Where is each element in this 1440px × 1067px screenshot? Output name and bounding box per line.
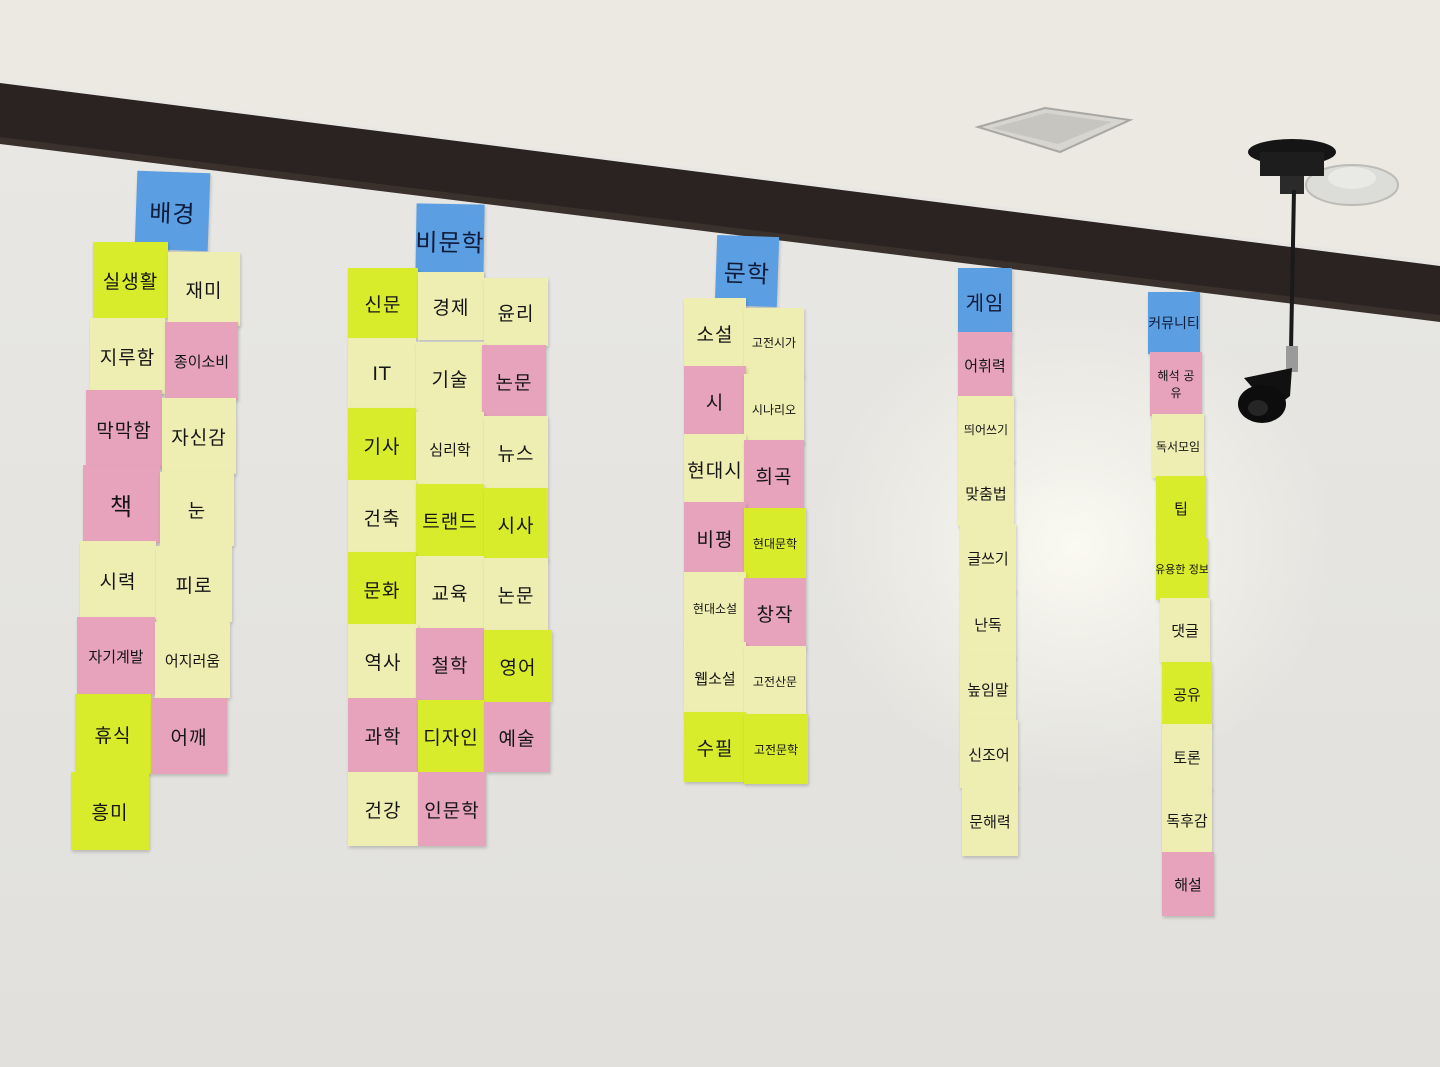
camera-mount xyxy=(1248,139,1336,194)
sticky-note: 어지러움 xyxy=(155,622,230,698)
sticky-note: 교육 xyxy=(416,556,484,628)
sticky-note: 경제 xyxy=(418,272,484,340)
sticky-note: 철학 xyxy=(416,628,484,700)
sticky-note: 현대문학 xyxy=(744,508,806,578)
sticky-note: 기사 xyxy=(348,408,416,482)
sticky-note: 인문학 xyxy=(418,772,486,846)
sticky-note: 유용한 정보 xyxy=(1156,538,1208,600)
sticky-note: 글쓰기 xyxy=(960,524,1016,592)
sticky-note: 맞춤법 xyxy=(958,460,1014,526)
sticky-note: 시나리오 xyxy=(744,374,804,444)
sticky-note: 종이소비 xyxy=(165,322,238,400)
sticky-note: 고전문학 xyxy=(744,714,808,784)
sticky-note: 소설 xyxy=(684,298,746,368)
sticky-note: 댓글 xyxy=(1160,598,1210,662)
sticky-note: 공유 xyxy=(1162,662,1212,726)
sticky-note: 트랜드 xyxy=(416,484,484,556)
header-note: 배경 xyxy=(134,170,211,252)
sticky-note: 디자인 xyxy=(418,700,484,772)
sticky-note: 독후감 xyxy=(1162,788,1212,852)
sticky-note: 역사 xyxy=(348,624,418,698)
sticky-note: 심리학 xyxy=(416,412,484,486)
sticky-note: 어깨 xyxy=(151,698,227,774)
ceiling-vent xyxy=(974,106,1134,154)
sticky-note: 논문 xyxy=(484,558,548,630)
sticky-note: 높임말 xyxy=(960,656,1016,722)
sticky-note: 웹소설 xyxy=(684,642,746,714)
sticky-note: 현대소설 xyxy=(684,572,746,644)
sticky-note: IT xyxy=(348,338,416,410)
sticky-note: 어휘력 xyxy=(958,332,1012,398)
sticky-note: 시 xyxy=(684,366,746,436)
sticky-note: 눈 xyxy=(160,472,234,546)
header-note: 문학 xyxy=(714,234,780,308)
sticky-note: 문화 xyxy=(348,552,416,626)
sticky-note: 실생활 xyxy=(93,242,168,318)
ceiling-and-beam xyxy=(0,0,1440,322)
sticky-note: 독서모임 xyxy=(1152,414,1204,478)
sticky-note: 고전시가 xyxy=(744,308,804,376)
header-note: 비문학 xyxy=(415,203,485,277)
sticky-note: 과학 xyxy=(348,698,418,772)
header-note: 게임 xyxy=(958,268,1012,334)
sticky-note: 막막함 xyxy=(86,390,162,468)
sticky-note: 지루함 xyxy=(90,318,165,394)
sticky-note: 건강 xyxy=(348,772,418,846)
sticky-note: 수필 xyxy=(684,712,746,782)
header-note: 커뮤니티 xyxy=(1148,292,1200,354)
sticky-note: 띄어쓰기 xyxy=(958,396,1014,462)
sticky-note: 휴식 xyxy=(75,694,151,774)
sticky-note: 흥미 xyxy=(71,772,149,850)
sticky-note: 희곡 xyxy=(744,440,804,510)
sticky-note: 피로 xyxy=(156,546,232,622)
sticky-note: 재미 xyxy=(168,252,240,326)
sticky-note: 시사 xyxy=(484,488,548,560)
sticky-note: 기술 xyxy=(416,342,484,414)
sticky-note: 신문 xyxy=(348,268,418,338)
smoke-detector xyxy=(1305,164,1399,206)
sticky-note: 고전산문 xyxy=(744,646,806,716)
sticky-note: 책 xyxy=(83,465,160,543)
sticky-note: 비평 xyxy=(684,502,746,574)
sticky-note: 윤리 xyxy=(484,278,548,346)
sticky-note: 현대시 xyxy=(684,434,746,504)
sticky-note: 시력 xyxy=(80,541,156,619)
sticky-note: 건축 xyxy=(348,480,416,554)
sticky-note: 해석 공유 xyxy=(1150,352,1202,416)
sticky-note: 예술 xyxy=(484,702,550,772)
sticky-note: 문해력 xyxy=(962,786,1018,856)
sticky-note: 영어 xyxy=(484,630,552,702)
sticky-note: 창작 xyxy=(744,578,806,648)
sticky-note: 난독 xyxy=(960,590,1016,658)
sticky-note: 토론 xyxy=(1162,724,1212,790)
sticky-note: 해설 xyxy=(1162,852,1214,916)
sticky-note: 팁 xyxy=(1156,476,1206,540)
sticky-note: 자기계발 xyxy=(77,617,155,695)
sticky-note: 신조어 xyxy=(960,720,1018,788)
sticky-note: 자신감 xyxy=(162,398,236,474)
sticky-note: 논문 xyxy=(482,345,546,417)
sticky-note: 뉴스 xyxy=(484,416,548,488)
